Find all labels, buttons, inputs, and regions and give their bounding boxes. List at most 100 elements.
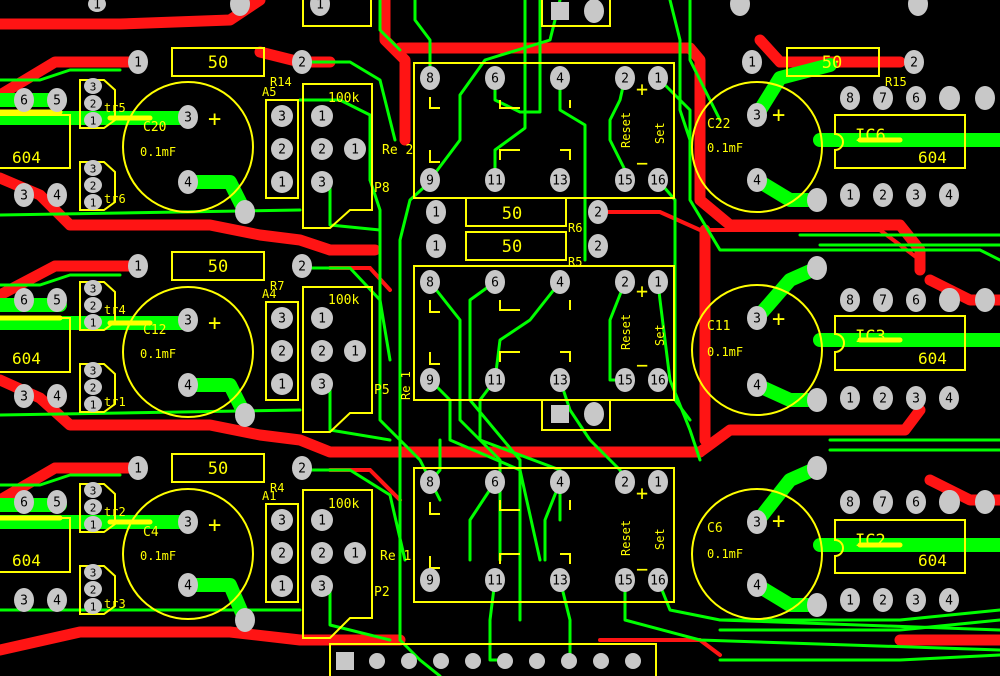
- pad-19: [235, 403, 255, 427]
- pad-57-label: 2: [90, 180, 97, 193]
- pad-127: [420, 470, 440, 494]
- p2-ref: P2: [374, 585, 390, 600]
- pad-61: [84, 314, 102, 330]
- pad-120: [615, 270, 635, 294]
- pad-90: [939, 183, 959, 207]
- pad-1: [292, 50, 312, 74]
- p2-value: 100k: [328, 497, 359, 512]
- c20-ref: C20: [143, 120, 166, 135]
- ic6-ref: IC6: [855, 126, 886, 146]
- pad-95: [840, 386, 860, 410]
- pad-44-label: 1: [351, 143, 359, 158]
- pad-107: [420, 66, 440, 90]
- pad-111: [648, 66, 668, 90]
- pad-67: [84, 516, 102, 532]
- pad-112-label: 9: [426, 174, 434, 189]
- c4-ref: C4: [143, 525, 159, 540]
- pad-118: [485, 270, 505, 294]
- pad-89-label: 3: [912, 189, 920, 204]
- pad-87-label: 1: [846, 189, 854, 204]
- pad-82-label: 4: [53, 594, 61, 609]
- pad-45-label: 1: [318, 312, 326, 327]
- pad-85-label: 6: [912, 92, 920, 107]
- c12-value: 0.1mF: [140, 347, 176, 361]
- pad-50: [311, 542, 333, 564]
- pad-156: [940, 86, 960, 110]
- pad-17: [178, 573, 198, 597]
- pad-128: [485, 470, 505, 494]
- pad-158: [940, 490, 960, 514]
- pad-75: [14, 288, 34, 312]
- pad-73-label: 3: [20, 189, 28, 204]
- pad-38: [271, 509, 293, 531]
- pad-38-label: 3: [278, 514, 286, 529]
- c6-ref: C6: [707, 521, 723, 536]
- silkscreen-labels: 50 50 50 50 50 50 R14 R7 R4 R15 R6 R5 C2…: [12, 53, 947, 611]
- pad-126: [648, 368, 668, 392]
- pad-104: [873, 588, 893, 612]
- pad-11: [588, 234, 608, 258]
- pad-24: [747, 373, 767, 397]
- pad-99-label: 8: [846, 496, 854, 511]
- left-ic-value-1: 604: [12, 148, 41, 167]
- pad-33: [271, 138, 293, 160]
- pad-59-label: 3: [90, 283, 97, 296]
- pad-144: [369, 653, 385, 669]
- pad-157: [940, 288, 960, 312]
- pad-2-label: 1: [134, 260, 142, 275]
- pad-9-label: 2: [594, 206, 602, 221]
- pad-51: [311, 575, 333, 597]
- pad-18: [235, 200, 255, 224]
- pad-152: [625, 653, 641, 669]
- pad-97: [906, 386, 926, 410]
- pad-92-label: 7: [879, 294, 887, 309]
- pad-133-label: 11: [487, 574, 503, 589]
- c11-value: 0.1mF: [707, 345, 743, 359]
- pad-77: [14, 384, 34, 408]
- pad-49: [311, 509, 333, 531]
- pad-122: [420, 368, 440, 392]
- pad-62: [84, 362, 102, 378]
- relay2-set: Set: [653, 324, 667, 346]
- a4-ref: A4: [262, 287, 276, 301]
- pad-128-label: 6: [491, 476, 499, 491]
- pad-65: [84, 482, 102, 498]
- pad-137: [551, 2, 569, 20]
- pad-101: [906, 490, 926, 514]
- r15-ref: R15: [885, 75, 907, 89]
- pad-67-label: 1: [90, 519, 97, 532]
- c11-plus: +: [772, 307, 785, 332]
- pad-119-label: 4: [556, 276, 564, 291]
- re1-label-left: Re 1: [380, 549, 411, 564]
- pad-31: [807, 593, 827, 617]
- pad-105-label: 3: [912, 594, 920, 609]
- pad-135-label: 15: [617, 574, 633, 589]
- pad-130-label: 2: [621, 476, 629, 491]
- pad-138: [584, 0, 604, 23]
- tr3-label: tr3: [104, 597, 126, 611]
- pad-5: [292, 456, 312, 480]
- pad-21: [747, 103, 767, 127]
- pad-107-label: 8: [426, 72, 434, 87]
- pad-83-label: 8: [846, 92, 854, 107]
- tr5-label: tr5: [104, 101, 126, 115]
- pad-70-label: 1: [90, 601, 97, 614]
- pad-151: [593, 653, 609, 669]
- pad-79: [14, 490, 34, 514]
- pad-43: [311, 171, 333, 193]
- relay3-reset: Reset: [619, 520, 633, 556]
- r14-value: 50: [208, 53, 228, 73]
- pad-50-label: 2: [318, 547, 326, 562]
- pad-6-label: 1: [748, 56, 756, 71]
- pad-16-label: 3: [184, 516, 192, 531]
- tr2-label: tr2: [104, 505, 126, 519]
- pad-120-label: 2: [621, 276, 629, 291]
- pad-105: [906, 588, 926, 612]
- p8-ref: P8: [374, 181, 390, 196]
- pad-149: [529, 653, 545, 669]
- pad-23: [747, 306, 767, 330]
- left-ic-value-2: 604: [12, 349, 41, 368]
- pad-52-label: 1: [351, 547, 359, 562]
- pad-43-label: 3: [318, 176, 326, 191]
